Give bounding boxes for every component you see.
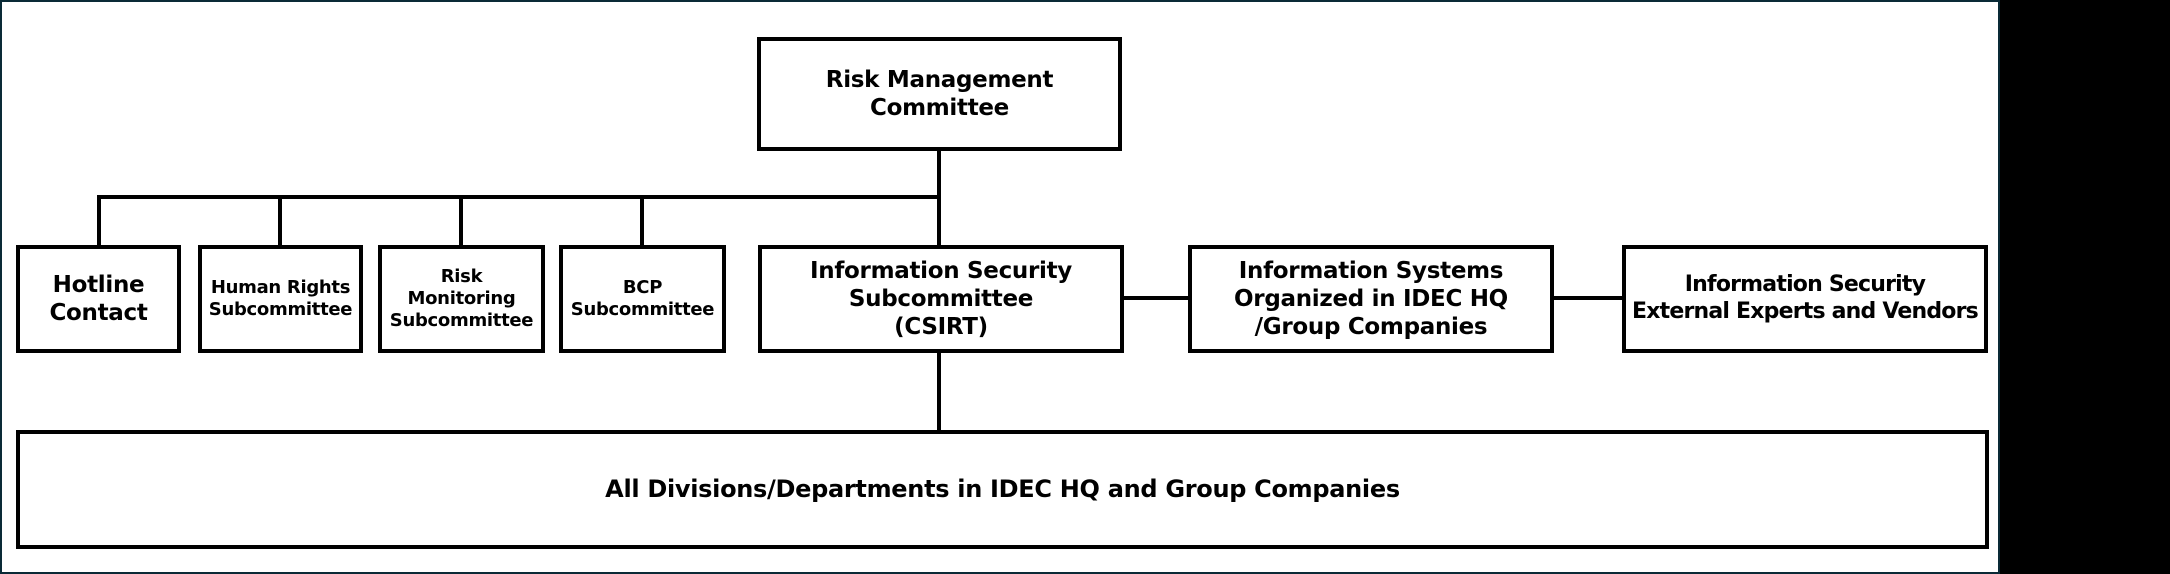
org-node-bcp-subcommittee: BCP Subcommittee	[559, 245, 726, 353]
org-node-information-security-external-experts-vendors: Information Security External Experts an…	[1622, 245, 1988, 353]
org-node-information-security-subcommittee-csirt: Information Security Subcommittee (CSIRT…	[758, 245, 1124, 353]
connector-csirt-to-alldivisions	[937, 350, 941, 432]
org-node-all-divisions-departments: All Divisions/Departments in IDEC HQ and…	[16, 430, 1989, 549]
connector-drop-human-rights	[278, 197, 282, 245]
org-node-risk-management-committee: Risk Management Committee	[757, 37, 1122, 151]
connector-drop-bcp	[640, 197, 644, 245]
connector-infosystems-to-external	[1550, 296, 1626, 300]
connector-drop-hotline	[97, 197, 101, 245]
org-node-risk-monitoring-subcommittee: Risk Monitoring Subcommittee	[378, 245, 545, 353]
connector-csirt-to-infosystems	[1120, 296, 1192, 300]
diagram-sheet: Risk Management Committee Hotline Contac…	[0, 0, 2000, 574]
org-node-information-systems-idec-hq-group: Information Systems Organized in IDEC HQ…	[1188, 245, 1554, 353]
right-black-panel	[2000, 0, 2170, 574]
org-node-hotline-contact: Hotline Contact	[16, 245, 181, 353]
connector-drop-risk-monitoring	[459, 197, 463, 245]
connector-branch-horizontal	[97, 195, 941, 199]
org-node-human-rights-subcommittee: Human Rights Subcommittee	[198, 245, 363, 353]
